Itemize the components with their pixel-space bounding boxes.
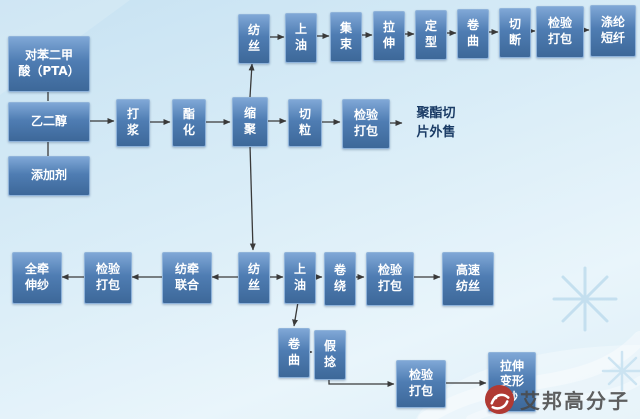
node-cutting: 切 断 [499,8,531,58]
node-slurry: 打 浆 [116,99,150,147]
node-oiling-mid: 上 油 [284,252,316,304]
watermark: 艾邦高分子 [484,384,630,415]
node-inspection-staple: 检验 打包 [536,6,584,58]
node-polycondensation: 缩 聚 [232,97,268,147]
node-inspection-fdy: 检验 打包 [84,252,132,304]
node-pelletizing: 切 粒 [288,99,322,147]
node-bundling: 集 束 [330,12,362,62]
node-false-twist: 假 捻 [314,330,346,380]
node-pta: 对苯二甲 酸（PTA） [8,36,90,92]
node-crimping-top: 卷 曲 [457,9,489,59]
node-staple-fiber: 涤纶 短纤 [590,5,636,57]
node-fdy: 全牵 伸纱 [12,252,62,304]
aibang-logo-icon [484,384,515,415]
snowflake-decoration [552,266,618,332]
node-spin-draw: 纺牵 联合 [162,252,212,304]
node-ethylene-glycol: 乙二醇 [8,102,90,142]
node-esterification: 酯 化 [172,99,206,147]
node-inspection-dty: 检验 打包 [396,360,446,408]
node-setting: 定 型 [415,10,447,60]
node-inspection-poy: 检验 打包 [366,252,414,306]
node-spinning-top: 纺 丝 [238,14,270,64]
node-spinning-mid: 纺 丝 [238,252,270,304]
node-oiling-top: 上 油 [285,13,317,63]
node-additive: 添加剂 [8,156,90,196]
node-high-speed-spinning: 高速 纺丝 [442,252,494,306]
watermark-text: 艾邦高分子 [520,389,630,413]
node-crimping-low: 卷 曲 [278,328,310,378]
node-inspection-chip: 检验 打包 [342,99,390,149]
label-chip-sale: 聚酯切 片外售 [416,106,456,140]
node-drawing: 拉 伸 [373,11,405,61]
node-winding: 卷 绕 [324,252,356,306]
